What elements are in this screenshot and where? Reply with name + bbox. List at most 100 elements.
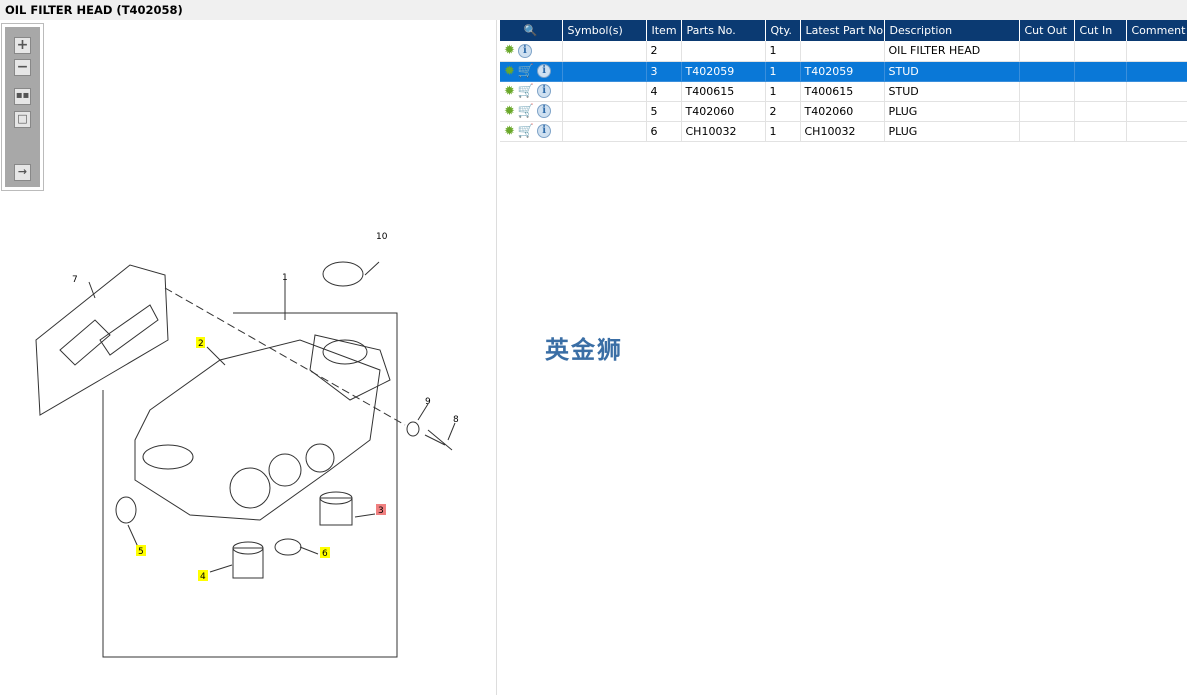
- col-cut-out[interactable]: Cut Out: [1019, 20, 1075, 41]
- table-row[interactable]: ✹🛒i 4 T400615 1 T400615 STUD: [500, 81, 1187, 102]
- callout-1[interactable]: 1: [282, 273, 288, 283]
- gear-icon[interactable]: ✹: [504, 103, 515, 119]
- info-icon[interactable]: i: [537, 104, 552, 118]
- latest-part-cell: [800, 41, 885, 62]
- item-cell: 6: [646, 121, 682, 142]
- parts-table: 🔍 Symbol(s) Item Parts No. Qty. Latest P…: [500, 20, 1187, 142]
- cart-icon[interactable]: 🛒: [517, 103, 535, 119]
- col-description[interactable]: Description: [884, 20, 1020, 41]
- comment-cell: [1126, 61, 1187, 82]
- col-symbols[interactable]: Symbol(s): [562, 20, 647, 41]
- cut-out-cell: [1019, 61, 1075, 82]
- info-icon[interactable]: i: [537, 124, 552, 138]
- symbols-cell: [562, 41, 647, 62]
- row-actions: ✹🛒i: [500, 101, 563, 122]
- fit-all-icon[interactable]: ▪▪: [14, 88, 31, 105]
- col-qty[interactable]: Qty.: [765, 20, 801, 41]
- row-actions: ✹🛒i: [500, 121, 563, 142]
- latest-part-cell: CH10032: [800, 121, 885, 142]
- search-column-icon[interactable]: 🔍: [500, 20, 563, 41]
- gear-icon[interactable]: ✹: [504, 83, 515, 99]
- qty-cell: 1: [765, 81, 801, 102]
- diagram-toolbar: + − ▪▪ □ →: [1, 23, 44, 191]
- row-actions: ✹🛒i: [500, 61, 563, 82]
- zoom-in-icon[interactable]: +: [14, 37, 31, 54]
- callout-8[interactable]: 8: [453, 415, 459, 425]
- cut-in-cell: [1074, 61, 1127, 82]
- comment-cell: [1126, 41, 1187, 62]
- description-cell: STUD: [884, 81, 1020, 102]
- diagram-panel: + − ▪▪ □ → 10 1 7 2 9 8 3 5 6 4: [0, 20, 497, 695]
- table-row[interactable]: ✹🛒i 3 T402059 1 T402059 STUD: [500, 61, 1187, 82]
- cut-in-cell: [1074, 41, 1127, 62]
- table-row[interactable]: ✹i 2 1 OIL FILTER HEAD: [500, 41, 1187, 62]
- qty-cell: 1: [765, 41, 801, 62]
- comment-cell: [1126, 121, 1187, 142]
- description-cell: PLUG: [884, 121, 1020, 142]
- col-item[interactable]: Item: [646, 20, 682, 41]
- cart-icon[interactable]: 🛒: [517, 83, 535, 99]
- item-cell: 2: [646, 41, 682, 62]
- info-icon[interactable]: i: [537, 64, 552, 78]
- fit-window-icon[interactable]: □: [14, 111, 31, 128]
- cart-icon[interactable]: 🛒: [517, 123, 535, 139]
- gear-icon[interactable]: ✹: [504, 123, 515, 139]
- part-no-cell: T400615: [681, 81, 766, 102]
- parts-list-panel: 🔍 Symbol(s) Item Parts No. Qty. Latest P…: [500, 20, 1187, 695]
- info-icon[interactable]: i: [517, 43, 532, 58]
- callout-4[interactable]: 4: [200, 572, 206, 582]
- part-no-cell: T402059: [681, 61, 766, 82]
- zoom-out-icon[interactable]: −: [14, 59, 31, 76]
- symbols-cell: [562, 101, 647, 122]
- page-title: OIL FILTER HEAD (T402058): [0, 0, 1187, 20]
- cut-out-cell: [1019, 121, 1075, 142]
- description-cell: PLUG: [884, 101, 1020, 122]
- callout-10[interactable]: 10: [376, 232, 388, 242]
- cart-icon[interactable]: 🛒: [517, 63, 535, 79]
- col-comment[interactable]: Comment: [1126, 20, 1187, 41]
- qty-cell: 1: [765, 61, 801, 82]
- comment-cell: [1126, 101, 1187, 122]
- item-cell: 3: [646, 61, 682, 82]
- description-cell: STUD: [884, 61, 1020, 82]
- callout-5[interactable]: 5: [138, 547, 144, 557]
- item-cell: 4: [646, 81, 682, 102]
- symbols-cell: [562, 121, 647, 142]
- table-row[interactable]: ✹🛒i 6 CH10032 1 CH10032 PLUG: [500, 121, 1187, 142]
- callout-2[interactable]: 2: [198, 339, 204, 349]
- watermark: 英金狮: [545, 336, 623, 364]
- callout-7[interactable]: 7: [72, 275, 78, 285]
- qty-cell: 2: [765, 101, 801, 122]
- exploded-diagram: 10 1 7 2 9 8 3 5 6 4: [35, 232, 459, 658]
- cut-out-cell: [1019, 81, 1075, 102]
- callout-3[interactable]: 3: [378, 506, 384, 516]
- part-no-cell: [681, 41, 766, 62]
- row-actions: ✹🛒i: [500, 81, 563, 102]
- part-no-cell: T402060: [681, 101, 766, 122]
- cut-in-cell: [1074, 121, 1127, 142]
- gear-icon[interactable]: ✹: [504, 63, 515, 79]
- callout-9[interactable]: 9: [425, 397, 431, 407]
- table-row[interactable]: ✹🛒i 5 T402060 2 T402060 PLUG: [500, 101, 1187, 122]
- cut-in-cell: [1074, 101, 1127, 122]
- info-icon[interactable]: i: [537, 84, 552, 98]
- cut-out-cell: [1019, 41, 1075, 62]
- callout-6[interactable]: 6: [322, 549, 328, 559]
- cut-out-cell: [1019, 101, 1075, 122]
- col-parts-no[interactable]: Parts No.: [681, 20, 766, 41]
- col-cut-in[interactable]: Cut In: [1074, 20, 1127, 41]
- gear-icon[interactable]: ✹: [504, 43, 515, 59]
- part-no-cell: CH10032: [681, 121, 766, 142]
- symbols-cell: [562, 61, 647, 82]
- export-list-icon[interactable]: →: [14, 164, 31, 181]
- cut-in-cell: [1074, 81, 1127, 102]
- description-cell: OIL FILTER HEAD: [884, 41, 1020, 62]
- qty-cell: 1: [765, 121, 801, 142]
- latest-part-cell: T400615: [800, 81, 885, 102]
- latest-part-cell: T402060: [800, 101, 885, 122]
- item-cell: 5: [646, 101, 682, 122]
- symbols-cell: [562, 81, 647, 102]
- col-latest-part-no[interactable]: Latest Part No.: [800, 20, 885, 41]
- latest-part-cell: T402059: [800, 61, 885, 82]
- row-actions: ✹i: [500, 41, 563, 62]
